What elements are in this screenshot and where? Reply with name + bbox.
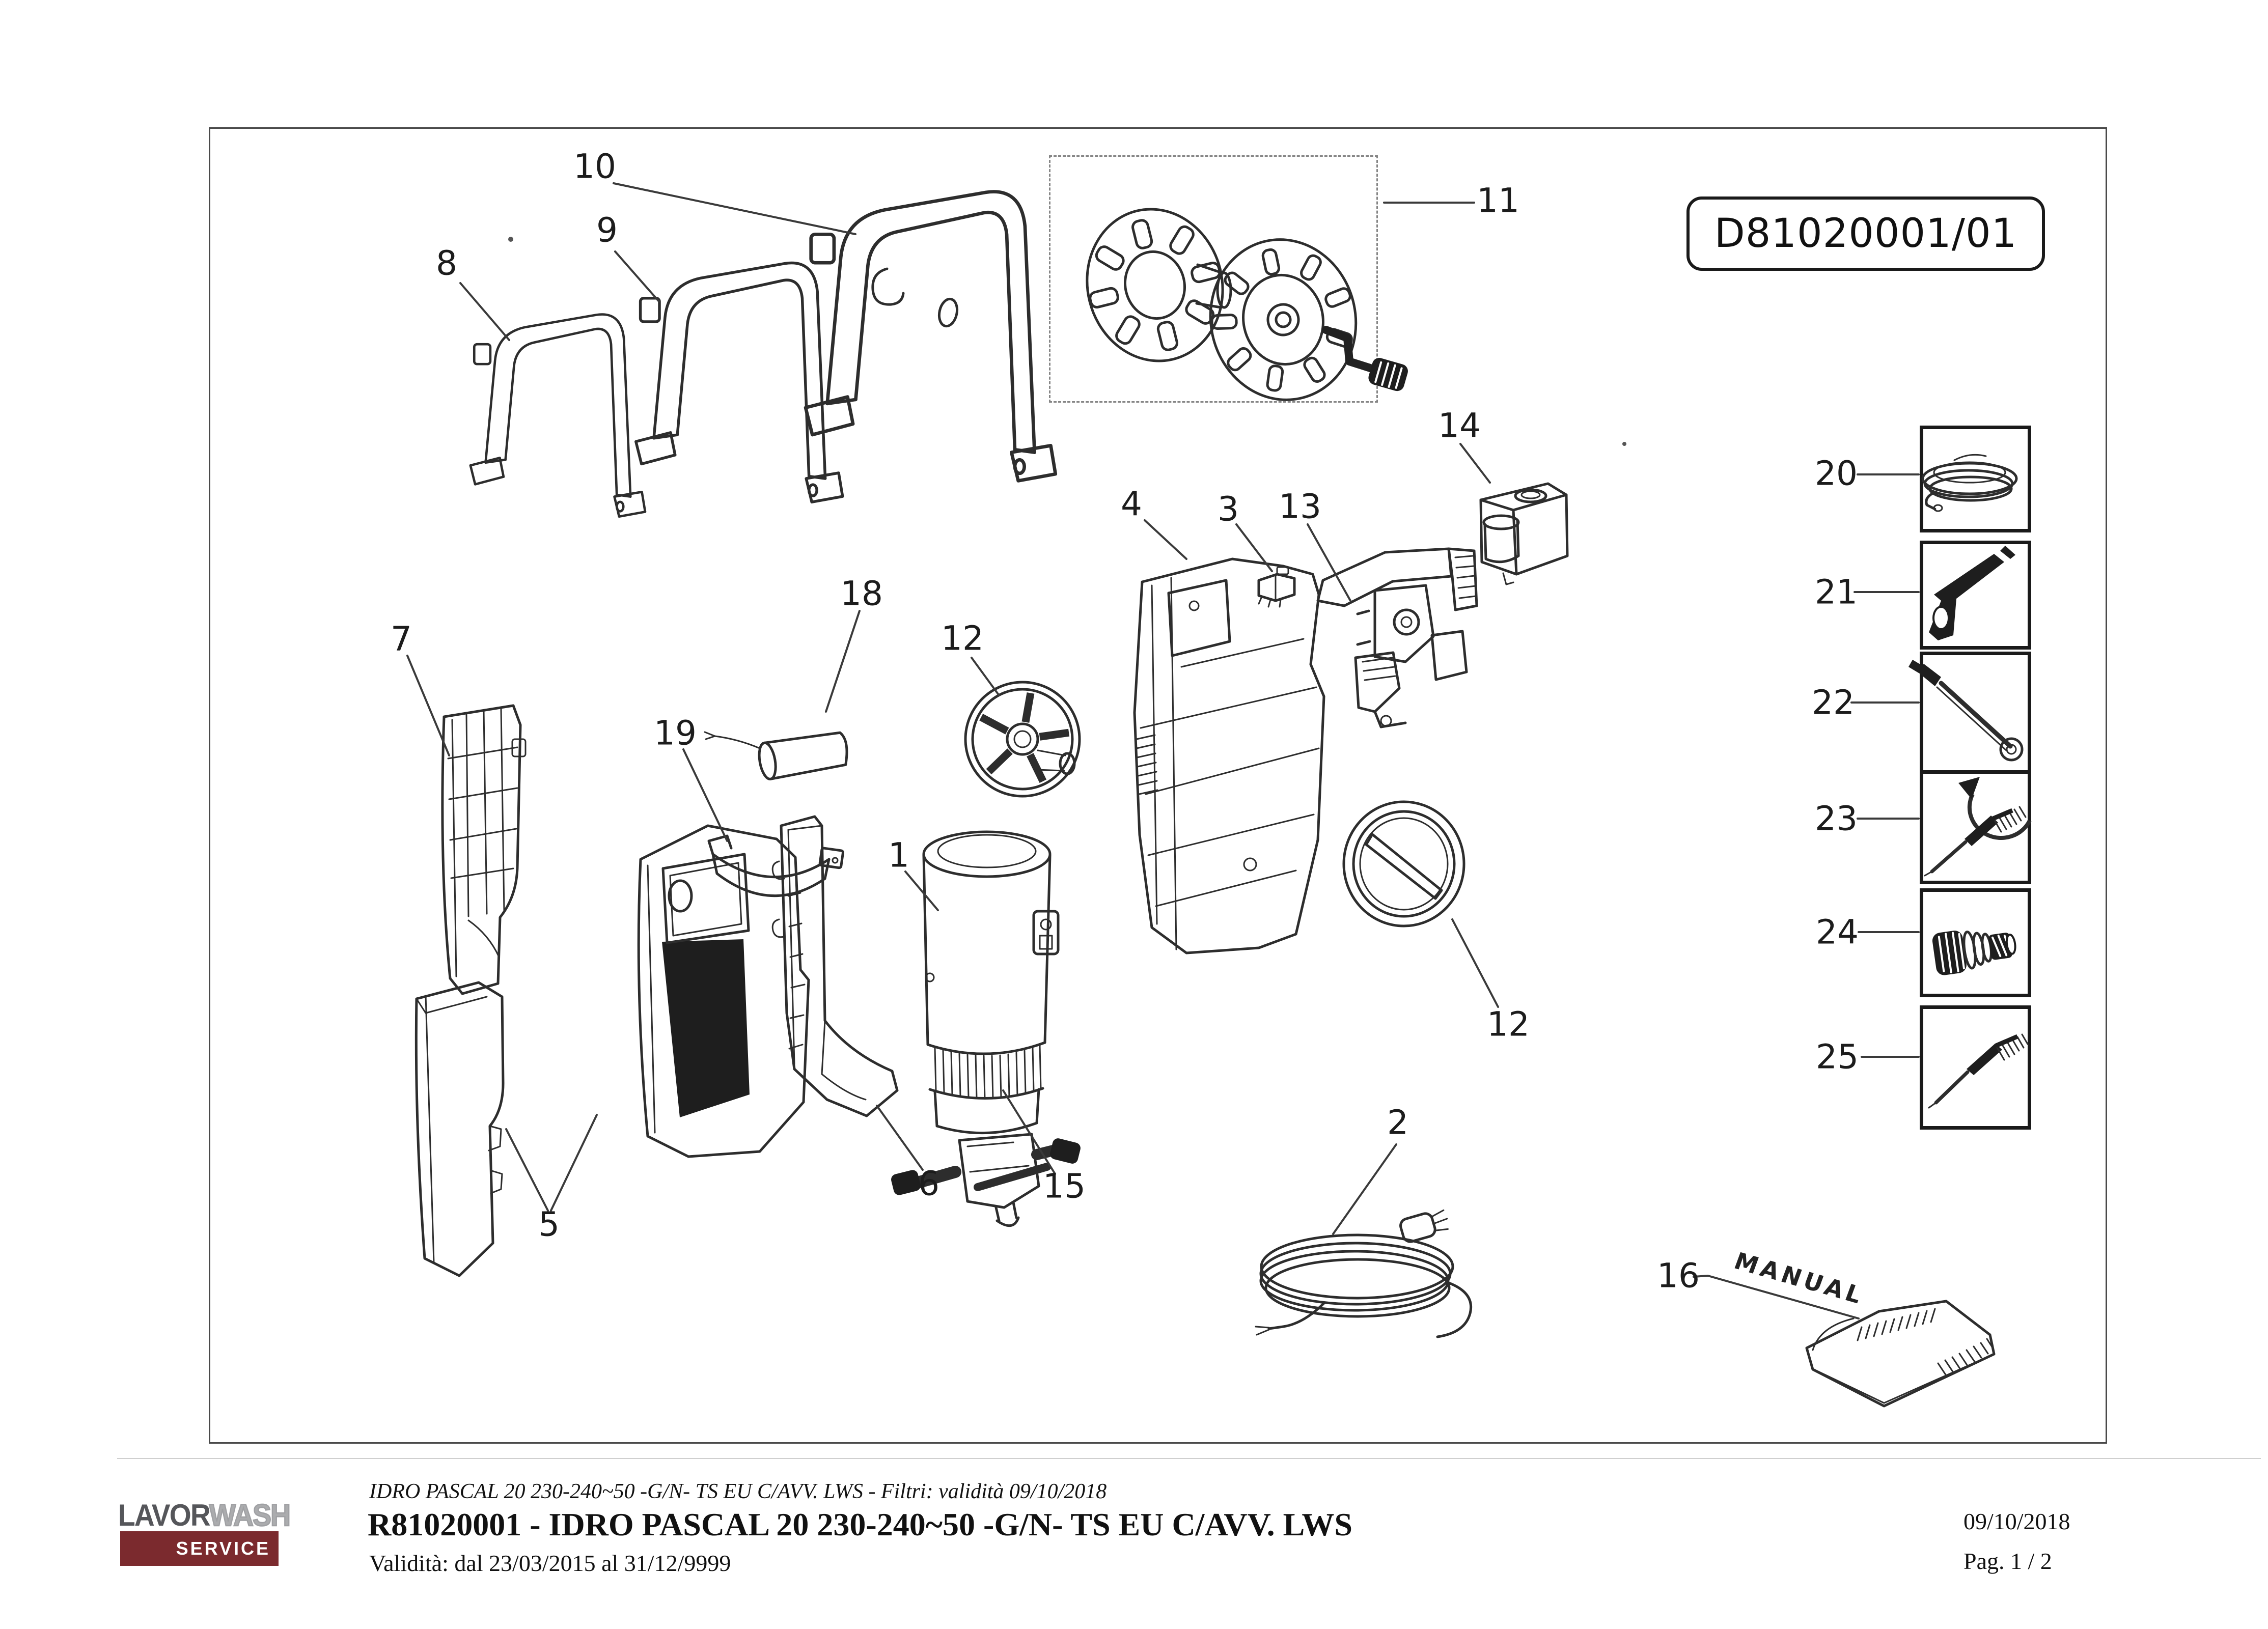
- callout-10: 10: [573, 147, 616, 186]
- accessory-21-gun: [1929, 546, 2015, 640]
- callout-11: 11: [1477, 181, 1519, 220]
- part-7-grid-panel: [441, 704, 527, 995]
- callout-6: 6: [918, 1164, 939, 1203]
- callout-13: 13: [1279, 487, 1321, 526]
- part-8-handle-small: [471, 315, 645, 517]
- part-16-manual-book: [1805, 1300, 1996, 1408]
- part-9-handle-medium: [636, 263, 843, 502]
- footer-validity-line: Validità: dal 23/03/2015 al 31/12/9999: [369, 1550, 731, 1576]
- callout-8: 8: [436, 243, 457, 283]
- callout-18: 18: [840, 574, 883, 613]
- diagram-border: [209, 127, 2107, 1444]
- callout-20: 20: [1815, 454, 1858, 493]
- callout-22: 22: [1812, 683, 1855, 722]
- footer-date: 09/10/2018: [1963, 1508, 2070, 1534]
- part-3-switch: [1257, 566, 1296, 608]
- part-12-wheel: [964, 681, 1081, 798]
- callout-21: 21: [1815, 572, 1858, 612]
- accessory-box-22: [1920, 652, 2031, 777]
- part-1-motor: [922, 830, 1060, 1135]
- accessory-23-rotating-brush: [1924, 777, 2032, 877]
- callout-9: 9: [596, 210, 618, 250]
- part-5-center-panel: [637, 824, 810, 1158]
- lavorwash-service-logo: LAVORWASH SERVICE: [118, 1498, 291, 1566]
- part-13-bracket: [1316, 547, 1478, 728]
- speck-dot: [508, 237, 513, 242]
- drawing-code-box: D81020001/01: [1686, 196, 2045, 271]
- logo-lavor-text: LAVOR: [118, 1498, 210, 1532]
- part-6-side-panel: [771, 815, 899, 1117]
- accessory-box-20: [1920, 426, 2031, 532]
- part-18-capacitor: [704, 731, 848, 780]
- part-11-hose-reel-disc-right: [1209, 238, 1358, 401]
- logo-wash-text: WASH: [209, 1498, 291, 1532]
- reel-hub-end: [1216, 271, 1232, 309]
- logo-service-text: SERVICE: [176, 1538, 270, 1559]
- accessory-25-brush: [1928, 1033, 2029, 1109]
- part-14-tank: [1479, 482, 1569, 585]
- callout-25: 25: [1816, 1037, 1859, 1077]
- part-12-ring: [1342, 800, 1465, 928]
- hose-reel-dashed-box: [1049, 155, 1378, 403]
- callout-12-left: 12: [941, 619, 984, 658]
- callout-16: 16: [1657, 1256, 1700, 1296]
- callout-24: 24: [1816, 912, 1859, 952]
- footer-separator: [117, 1458, 2261, 1459]
- part-5-side-panel: [414, 981, 505, 1277]
- part-19-strap: [707, 834, 844, 897]
- reel-hub-lines: [1195, 263, 1224, 309]
- logo-wordmark: LAVORWASH: [118, 1498, 291, 1532]
- accessory-22-lance: [1909, 660, 2024, 762]
- part-2-power-cable: [1255, 1209, 1473, 1338]
- callout-12-right: 12: [1487, 1004, 1530, 1044]
- callout-19: 19: [654, 713, 697, 753]
- callout-14: 14: [1438, 406, 1481, 445]
- callout-7: 7: [391, 619, 412, 659]
- footer-title-line: R81020001 - IDRO PASCAL 20 230-240~50 -G…: [368, 1506, 1352, 1542]
- callout-23: 23: [1815, 799, 1858, 838]
- leader-lines: [406, 182, 1920, 1319]
- drawing-code: D81020001/01: [1714, 211, 2017, 257]
- part-10-handle-large: [806, 192, 1056, 481]
- speck-dot: [1622, 442, 1626, 446]
- callout-2: 2: [1387, 1103, 1408, 1142]
- part-11-hose-reel-disc-left: [1086, 208, 1224, 362]
- callout-15: 15: [1043, 1166, 1086, 1206]
- footer-page-number: Pag. 1 / 2: [1963, 1548, 2052, 1574]
- footer-model-line: IDRO PASCAL 20 230-240~50 -G/N- TS EU C/…: [369, 1480, 1107, 1503]
- callout-4: 4: [1121, 484, 1142, 524]
- accessory-24-adapter: [1932, 931, 2016, 975]
- callout-3: 3: [1218, 489, 1239, 529]
- part-11-crank-handle: [1322, 326, 1408, 391]
- callout-1: 1: [888, 835, 909, 875]
- accessory-20-hose: [1921, 454, 2018, 512]
- callout-5: 5: [538, 1204, 560, 1244]
- part-15-pump-head: [891, 1133, 1081, 1227]
- part-4-body-frame: [1133, 557, 1325, 954]
- logo-service-band: SERVICE: [120, 1531, 279, 1566]
